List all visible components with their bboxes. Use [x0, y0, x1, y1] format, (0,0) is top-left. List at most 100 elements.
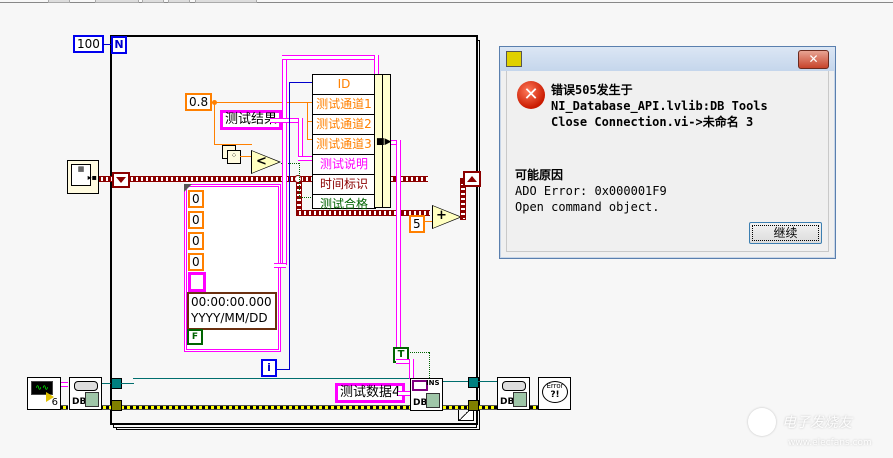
double-wire — [214, 144, 252, 145]
string-wire — [60, 382, 68, 387]
double-wire — [307, 121, 313, 122]
error-tunnel-out — [468, 400, 479, 411]
threshold-constant[interactable]: 0.8 — [185, 93, 213, 111]
string-wire — [396, 359, 412, 364]
string-wire — [298, 156, 312, 161]
table-name-constant[interactable]: 测试数据4 — [335, 383, 406, 403]
string-wire — [396, 140, 401, 350]
continue-button[interactable]: 继续 — [749, 222, 822, 244]
cluster-corner-glyph — [184, 184, 192, 192]
boolean-wire — [407, 352, 429, 353]
cluster-numeric-4[interactable]: 0 — [188, 253, 204, 271]
database-icon — [85, 392, 99, 407]
cluster-numeric-3[interactable]: 0 — [188, 232, 204, 250]
double-wire — [424, 221, 433, 222]
refnum-tunnel-out — [468, 377, 479, 388]
string-wire — [274, 263, 286, 268]
cluster-numeric-1[interactable]: 0 — [188, 190, 204, 208]
error-icon: ✕ — [517, 81, 545, 109]
boolean-wire — [429, 352, 430, 378]
db-insert-data-vi[interactable]: INS DB — [410, 378, 443, 411]
bundle-field-pass[interactable]: 测试合格 — [319, 197, 368, 211]
integer-wire — [289, 82, 312, 83]
loop-count-constant[interactable]: 100 — [73, 35, 104, 53]
toolbar-button[interactable] — [168, 0, 190, 3]
string-wire — [282, 55, 376, 60]
error-tunnel-in — [111, 400, 122, 411]
string-wire — [398, 391, 410, 396]
database-icon — [426, 393, 440, 408]
open-connection-vi[interactable]: ∿∿ 6 — [27, 377, 61, 410]
toolbar-button[interactable] — [195, 0, 257, 3]
vi-number: 6 — [51, 397, 58, 408]
toolbar-button[interactable] — [48, 0, 70, 3]
cluster-boolean[interactable]: F — [187, 329, 203, 345]
cluster-numeric-2[interactable]: 0 — [188, 211, 204, 229]
wire-junction — [294, 175, 302, 183]
error-glyph: ?! — [550, 390, 560, 400]
count-terminal: N — [111, 36, 127, 54]
cluster-wire — [460, 180, 466, 218]
string-wire — [270, 118, 300, 123]
timestamp-time: 00:00:00.000 — [191, 295, 272, 309]
bundle-by-name-node[interactable]: ID 测试通道1 测试通道2 测试通道3 测试说明 时间标识 测试合格 — [312, 74, 376, 211]
iteration-terminal: i — [261, 359, 277, 377]
close-button[interactable]: ✕ — [798, 50, 829, 69]
bundle-field-description[interactable]: 测试说明 — [313, 155, 375, 175]
db-label: DB — [500, 397, 515, 407]
bundle-field-channel2[interactable]: 测试通道2 — [313, 115, 375, 135]
add-symbol: + — [436, 208, 447, 223]
watermark-brand: 电子发烧友 — [782, 415, 852, 431]
boolean-wire — [299, 163, 300, 198]
error-label: Error — [546, 382, 564, 390]
dialog-titlebar[interactable]: ✕ — [500, 47, 835, 71]
bundle-field-id[interactable]: ID — [313, 75, 375, 95]
error-wire — [60, 405, 68, 410]
cluster-wire — [296, 210, 430, 216]
simple-error-handler-vi[interactable]: Error ?! — [538, 377, 571, 410]
cluster-wire — [128, 176, 428, 182]
random-number-icon[interactable]: ⁘ — [222, 145, 241, 164]
cluster-string[interactable] — [188, 272, 206, 292]
db-close-connection-vi[interactable]: DB — [497, 377, 530, 410]
test-result-constant[interactable]: 测试结果 — [220, 110, 283, 130]
watermark-url: www.elecfans.com — [788, 438, 872, 448]
dialog-body: ✕ 错误505发生于 NI_Database_API.lvlib:DB Tool… — [506, 71, 829, 252]
double-wire — [240, 156, 252, 157]
toolbar-divider — [0, 2, 893, 3]
refnum-wire — [432, 381, 468, 382]
timestamp-date: YYYY/MM/DD — [191, 311, 268, 325]
watermark-logo-icon — [748, 408, 776, 436]
double-wire — [214, 102, 215, 144]
bundle-field-channel1[interactable]: 测试通道1 — [313, 95, 375, 115]
shift-register-right[interactable] — [463, 171, 481, 187]
toolbar-button[interactable] — [95, 0, 139, 3]
string-wire — [282, 55, 287, 265]
refnum-wire — [121, 383, 134, 384]
error-wire — [100, 405, 410, 410]
boolean-wire — [299, 197, 313, 198]
toolbar-button[interactable] — [142, 0, 164, 3]
boolean-wire — [281, 163, 299, 164]
db-label: DB — [72, 397, 87, 407]
cause-line-2: Open command object. — [515, 200, 660, 214]
error-dialog: ✕ ✕ 错误505发生于 NI_Database_API.lvlib:DB To… — [499, 46, 836, 259]
integer-wire — [103, 44, 113, 45]
string-wire — [374, 55, 379, 77]
insert-label: INS — [426, 379, 440, 387]
labview-icon — [506, 51, 522, 67]
cluster-timestamp[interactable]: 00:00:00.000 YYYY/MM/DD — [187, 292, 277, 330]
shift-register-left[interactable] — [112, 172, 130, 188]
less-than-symbol: < — [256, 154, 267, 169]
error-line-2: NI_Database_API.lvlib:DB Tools — [551, 99, 768, 113]
bundle-field-timestamp[interactable]: 时间标识 — [313, 175, 375, 195]
refnum-wire — [100, 383, 116, 384]
string-wire — [298, 118, 303, 158]
get-date-time-vi[interactable]: ▦ ▸▪ — [67, 160, 99, 194]
possible-cause-heading: 可能原因 — [515, 168, 564, 182]
double-wire — [307, 139, 313, 140]
cause-line-1: ADO Error: 0x000001F9 — [515, 184, 667, 198]
db-open-vi[interactable]: DB — [69, 377, 102, 410]
bundle-field-channel3[interactable]: 测试通道3 — [313, 135, 375, 155]
increment-constant[interactable]: 5 — [409, 215, 425, 233]
